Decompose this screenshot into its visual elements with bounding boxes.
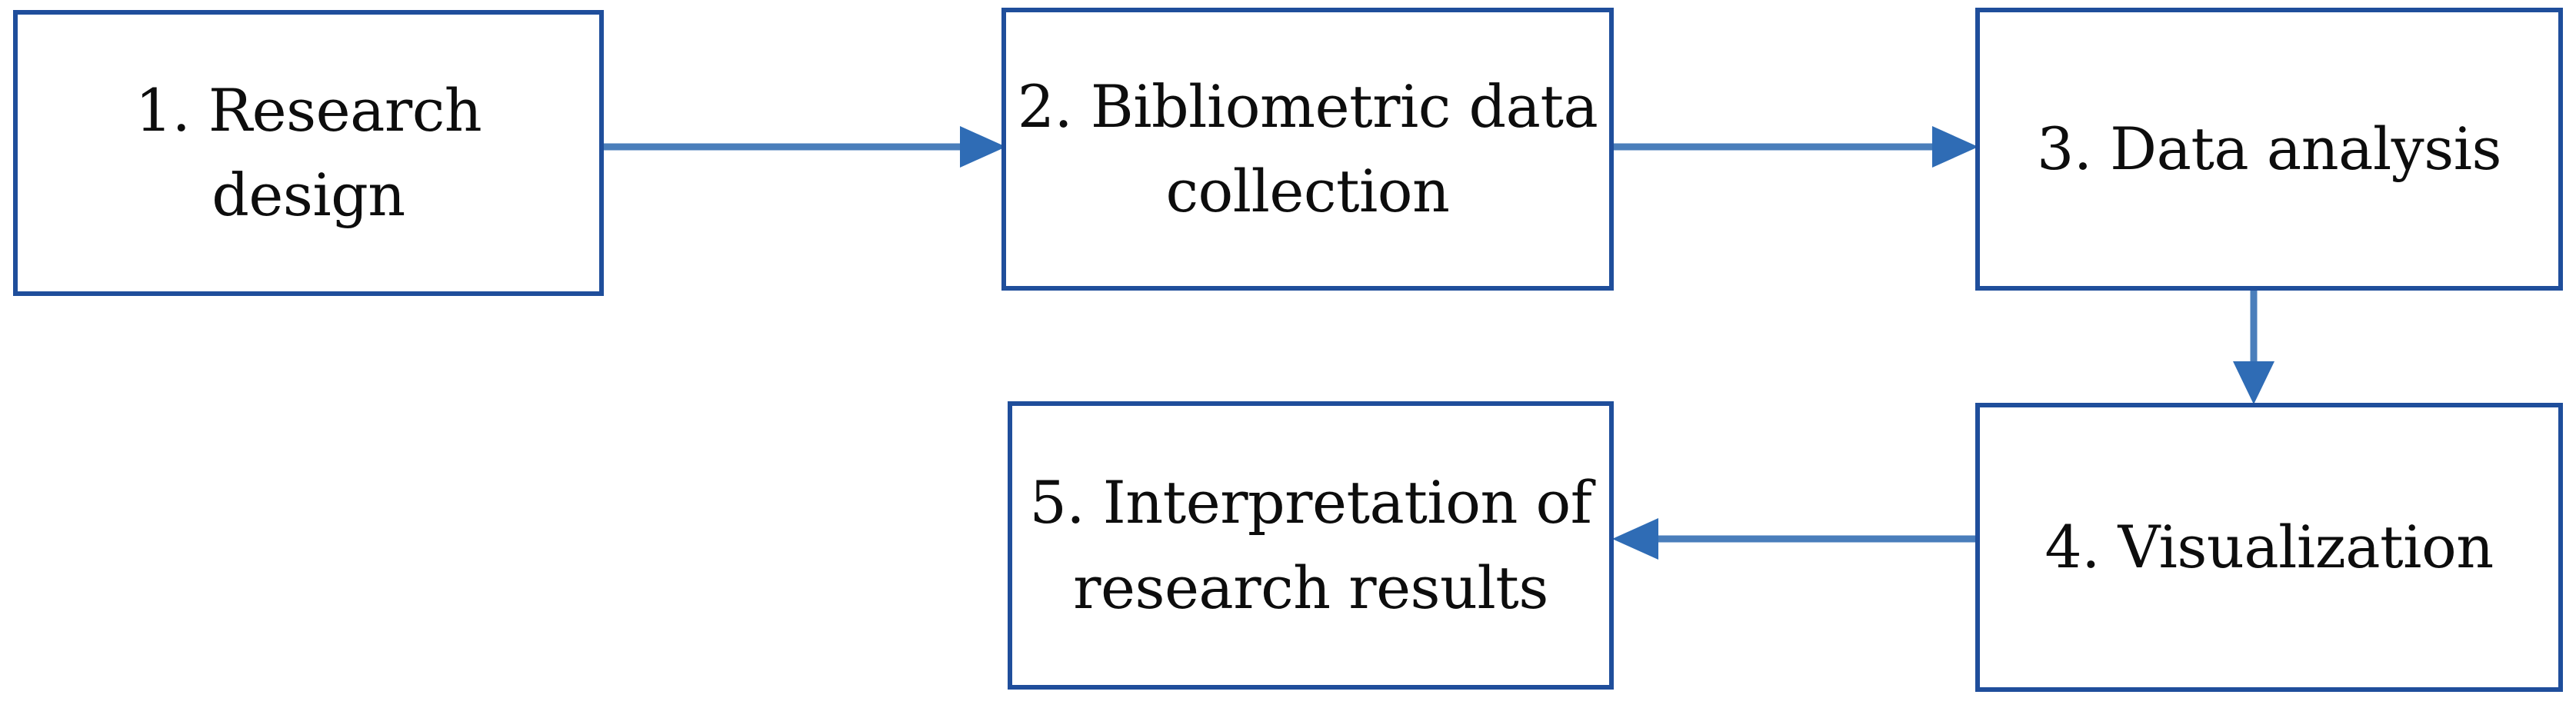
node-step-4[interactable]: 4. Visualization [1975,403,2563,692]
edge-step4-to-step5 [1609,515,1981,563]
node-step-5[interactable]: 5. Interpretation of research results [1008,401,1614,690]
edge-step3-to-step4 [2230,286,2278,407]
node-step-1[interactable]: 1. Research design [13,10,604,296]
edge-step2-to-step3 [1609,123,1981,171]
node-step-2-label: 2. Bibliometric data collection [1017,71,1598,225]
node-step-4-label: 4. Visualization [2044,512,2494,581]
node-step-3[interactable]: 3. Data analysis [1975,8,2563,291]
node-step-2[interactable]: 2. Bibliometric data collection [1001,8,1614,291]
edge-step1-to-step2 [602,123,1009,171]
node-step-1-label: 1. Research design [135,75,482,229]
node-step-5-label: 5. Interpretation of research results [1029,468,1592,622]
node-step-3-label: 3. Data analysis [2036,114,2502,183]
